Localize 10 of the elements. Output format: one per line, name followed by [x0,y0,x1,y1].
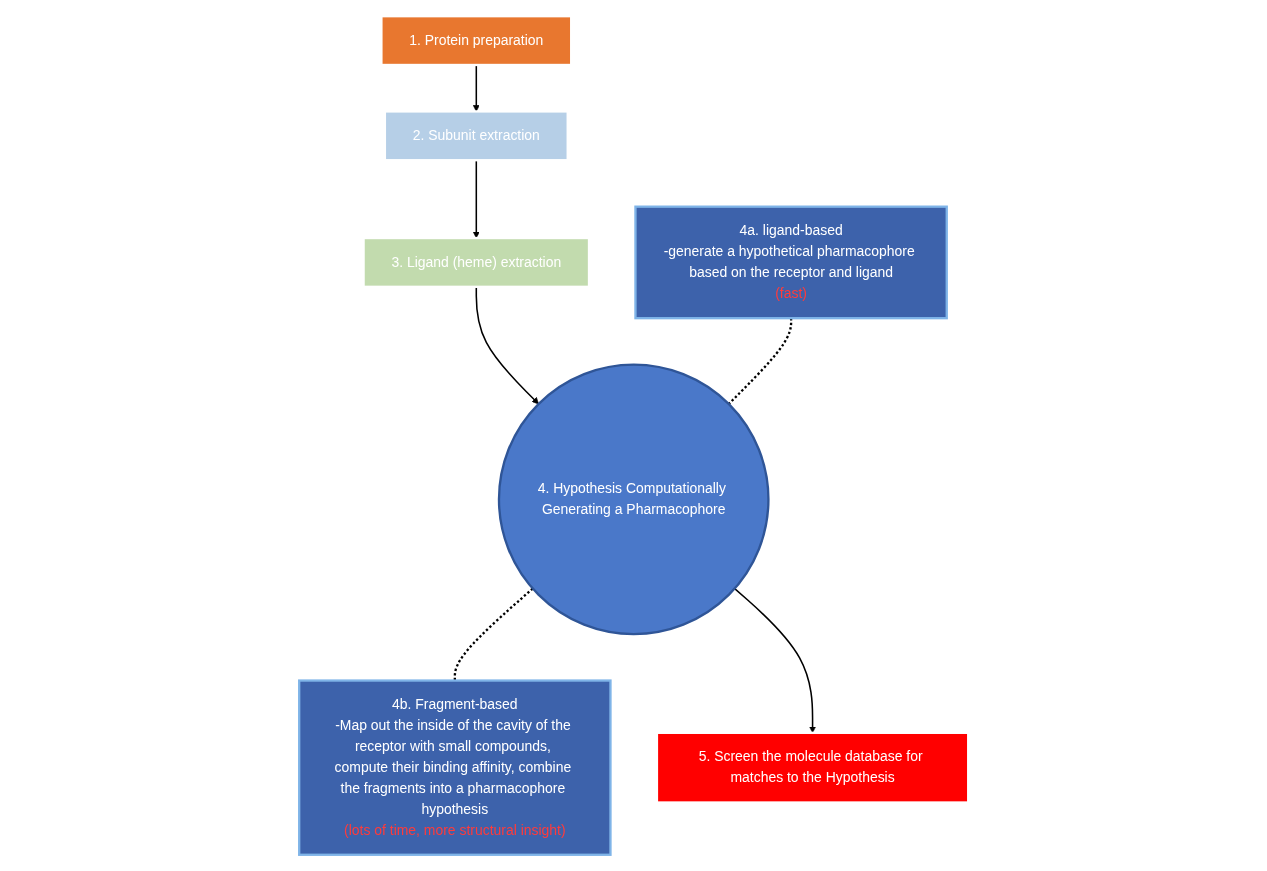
node-box: 4b. Fragment-based -Map out the inside of the cavity of the receptor with small compounds, compute their binding affinity, combine the fragments into a pharmacophore hypothesis (lots of time, more structural insight) [297,679,612,856]
arrow [475,286,539,405]
arrow [472,64,480,112]
node-box: 3. Ligand (heme) extraction [362,236,590,288]
connector [453,587,534,681]
node-box: 1. Protein preparation [380,15,573,67]
node-box: 4a. ligand-based -generate a hypothetical pharmacophore based on the receptor and ligand (fast) [634,205,948,320]
node-box: 5. Screen the molecule database for matches to the Hypothesis [655,731,970,804]
node-box: 2. Subunit extraction [383,110,569,162]
node-circle: 4. Hypothesis Computationally Generating a Pharmacophore [497,363,770,636]
